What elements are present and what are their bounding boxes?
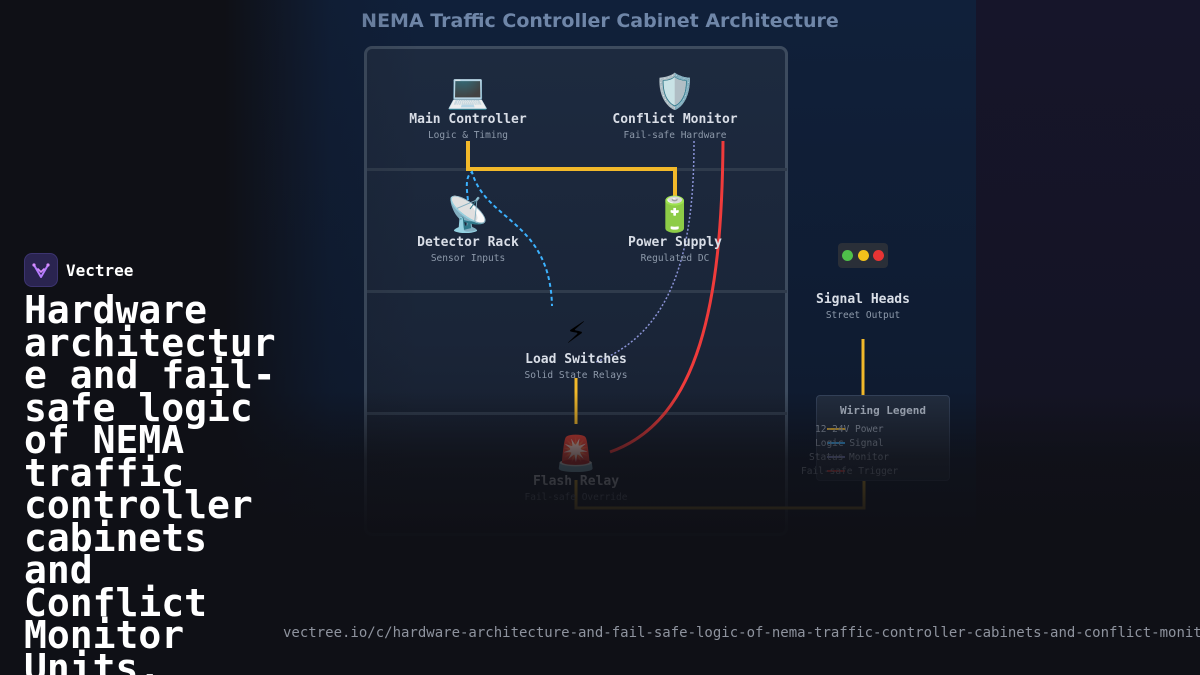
conflict-monitor-node: 🛡️ Conflict Monitor Fail-safe Hardware (565, 72, 785, 141)
yellow-lamp (857, 250, 869, 261)
power-wire (466, 141, 677, 197)
node-sublabel: Street Output (825, 310, 901, 321)
legend-title: Wiring Legend (839, 404, 927, 417)
node-sublabel: Logic & Timing (427, 130, 509, 141)
node-sublabel: Sensor Inputs (430, 253, 506, 264)
green-lamp (842, 250, 854, 261)
node-label: Load Switches (525, 352, 627, 367)
vectree-logo-glyph (32, 263, 50, 278)
lightning-icon: ⚡ (565, 312, 587, 352)
legend-item: Status Monitor (809, 452, 890, 463)
vectree-logo-icon (24, 253, 58, 287)
legend-item: 12-24V Power (815, 424, 884, 435)
brand[interactable]: Vectree (24, 253, 133, 287)
laptop-icon: 💻 (446, 72, 490, 112)
node-sublabel: Solid State Relays (524, 370, 628, 381)
node-label: Power Supply (628, 235, 722, 250)
battery-icon: 🔋 (653, 195, 697, 235)
wiring-legend: Wiring Legend 12-24V Power Logic Signal … (801, 395, 950, 481)
siren-icon: 🚨 (554, 434, 598, 474)
red-lamp (872, 250, 884, 261)
shield-icon: 🛡️ (653, 72, 697, 112)
signal-heads-node: Signal Heads Street Output (753, 292, 973, 321)
flash-relay-node: 🚨 Flash Relay Fail-safe Override (466, 434, 686, 503)
headline: Hardware architecture and fail-safe logi… (24, 288, 276, 675)
load-switches-node: ⚡ Load Switches Solid State Relays (466, 312, 686, 381)
main-controller-node: 💻 Main Controller Logic & Timing (358, 72, 578, 141)
node-label: Signal Heads (816, 292, 910, 307)
satellite-dish-icon: 📡 (446, 195, 490, 235)
node-label: Main Controller (409, 112, 527, 127)
legend-item: Logic Signal (815, 438, 884, 449)
node-label: Conflict Monitor (612, 112, 738, 127)
node-label: Flash Relay (532, 474, 620, 489)
page-url[interactable]: vectree.io/c/hardware-architecture-and-f… (283, 625, 1200, 641)
node-sublabel: Fail-safe Override (524, 492, 628, 503)
legend-item: Fail-safe Trigger (801, 466, 899, 477)
failsafe-trigger-wire (609, 140, 725, 454)
power-supply-node: 🔋 Power Supply Regulated DC (565, 195, 785, 264)
node-label: Detector Rack (417, 235, 519, 250)
traffic-light-icon (838, 243, 888, 268)
brand-name: Vectree (66, 260, 134, 280)
node-sublabel: Regulated DC (640, 253, 710, 264)
node-sublabel: Fail-safe Hardware (623, 130, 727, 141)
detector-rack-node: 📡 Detector Rack Sensor Inputs (358, 195, 578, 264)
